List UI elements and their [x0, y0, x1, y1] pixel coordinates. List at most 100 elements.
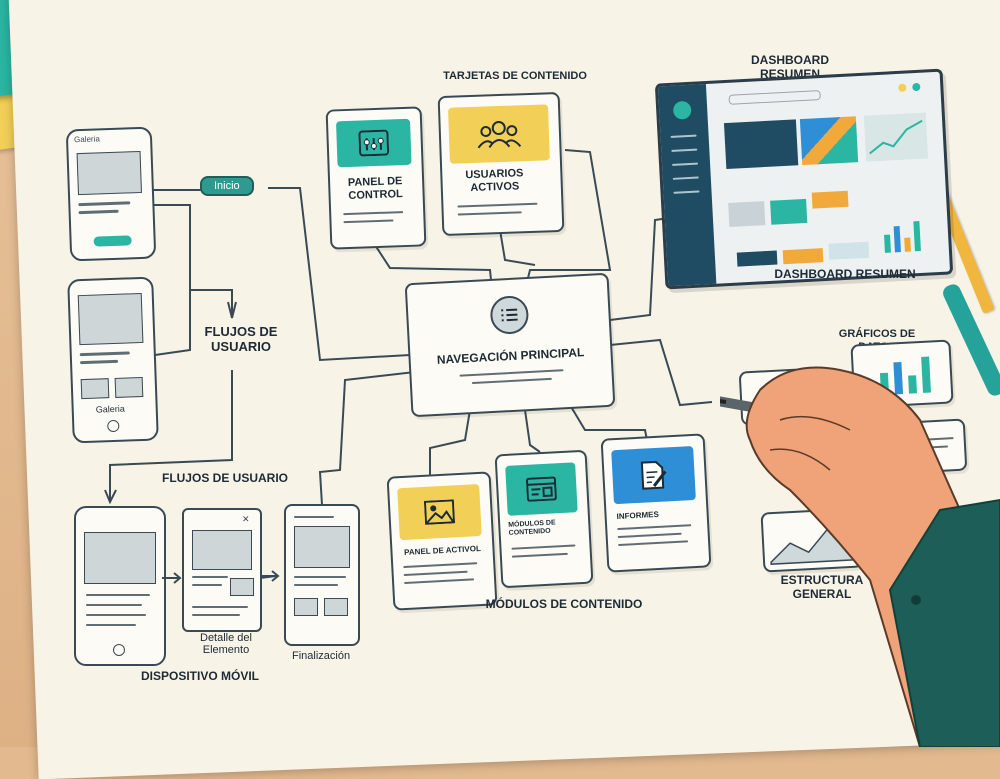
tile [728, 201, 766, 227]
text-line [86, 624, 136, 626]
image-panel [799, 116, 859, 166]
dashboard-sidebar [657, 84, 717, 287]
drawing-hand [720, 366, 1000, 747]
modulos-card[interactable]: MÓDULOS DE CONTENIDO [494, 449, 594, 589]
tile [811, 190, 849, 209]
line-chart-panel [863, 112, 929, 162]
mobile-screen-1 [74, 506, 166, 666]
text-line [192, 606, 248, 608]
flujos-label-top: FLUJOS DE USUARIO [204, 324, 278, 354]
text-line [79, 351, 130, 357]
informes-card[interactable]: INFORMES [600, 433, 712, 573]
detalle-label: Detalle del Elemento [200, 632, 252, 656]
mobile-screen-final [284, 504, 360, 646]
dashboard-label-bottom: DASHBOARD RESUMEN [774, 267, 916, 281]
text-line [403, 570, 468, 577]
panel-activol-card[interactable]: PANEL DE ACTIVOL [386, 471, 498, 611]
nav-line [672, 176, 699, 180]
phone-wireframe-home: Galeria [65, 126, 157, 262]
panel-control-card[interactable]: PANEL DE CONTROL [325, 106, 427, 250]
finalizacion-label: Finalización [292, 650, 351, 662]
chart-panel [723, 119, 799, 170]
text-line [459, 369, 564, 377]
image-placeholder [230, 578, 254, 596]
search-input[interactable] [728, 90, 821, 105]
panel-control-title: PANEL DE CONTROL [347, 175, 403, 202]
cta-button[interactable] [93, 235, 132, 247]
home-button [107, 419, 120, 433]
image-placeholder [76, 150, 142, 196]
avatar [672, 100, 692, 120]
document-pen-icon [611, 445, 696, 505]
text-line [457, 211, 522, 216]
nav-line [670, 134, 697, 138]
flujos-label-bottom: FLUJOS DE USUARIO [161, 471, 288, 485]
users-icon [448, 104, 550, 164]
mobile-screen-detail: ✕ [182, 508, 262, 632]
image-placeholder [84, 532, 156, 584]
text-line [294, 584, 338, 586]
image-placeholder [324, 598, 348, 616]
nav-line [671, 148, 698, 152]
text-line [78, 201, 131, 207]
text-line [617, 524, 692, 531]
text-line [86, 614, 146, 616]
text-line [80, 359, 119, 365]
usuarios-activos-card[interactable]: USUARIOS ACTIVOS [437, 91, 565, 237]
text-line [618, 540, 689, 547]
image-placeholder [192, 530, 252, 570]
window-dot [898, 83, 907, 92]
image-placeholder [80, 378, 110, 400]
image-placeholder [114, 376, 144, 398]
image-placeholder [294, 598, 318, 616]
estructura-label: ESTRUCTURA GENERAL [780, 573, 864, 601]
navegacion-principal-card[interactable]: NAVEGACIÓN PRINCIPAL [404, 272, 616, 418]
list-icon [489, 295, 530, 335]
connector-lines [104, 149, 713, 579]
tile [736, 250, 778, 267]
text-line [86, 594, 150, 596]
usuarios-activos-title: USUARIOS ACTIVOS [465, 167, 524, 194]
text-line [471, 377, 552, 385]
image-icon [397, 483, 482, 541]
image-placeholder [77, 292, 144, 346]
window-icon [505, 462, 578, 516]
panel-activol-title: PANEL DE ACTIVOL [403, 543, 482, 557]
modulos-card-title: MÓDULOS DE CONTENIDO [508, 519, 556, 537]
text-line [457, 202, 538, 208]
text-line [192, 614, 240, 616]
inicio-pill[interactable]: Inicio [200, 176, 254, 196]
tile [770, 198, 808, 225]
bar-chart-mini [879, 212, 933, 255]
text-line [343, 211, 404, 216]
modulos-label: MÓDULOS DE CONTENIDO [485, 597, 643, 611]
dashboard-mockup [654, 68, 954, 290]
text-line [511, 544, 576, 550]
tile [782, 248, 824, 265]
text-line [403, 562, 478, 569]
navegacion-title: NAVEGACIÓN PRINCIPAL [436, 345, 585, 367]
text-line [404, 578, 475, 585]
close-icon[interactable]: ✕ [242, 514, 250, 524]
tile [828, 241, 870, 260]
phone-wireframe-gallery: Galeria [67, 276, 159, 444]
arrow-right-icon [260, 570, 280, 582]
text-line [294, 516, 334, 518]
arrow-right-icon [162, 572, 182, 584]
text-line [617, 532, 682, 539]
text-line [343, 219, 394, 224]
dispositivo-label: DISPOSITIVO MÓVIL [140, 669, 259, 683]
text-line [192, 576, 228, 578]
tarjetas-label: TARJETAS DE CONTENIDO [443, 70, 587, 82]
phone-title-text: Galeria [73, 134, 101, 145]
text-line [86, 604, 142, 606]
text-line [192, 584, 222, 586]
sliders-icon [335, 118, 412, 168]
home-button [113, 644, 125, 656]
text-line [78, 209, 119, 215]
text-line [511, 552, 568, 558]
text-line [294, 576, 346, 578]
window-dot [912, 82, 921, 92]
nav-line [673, 190, 700, 194]
informes-title: INFORMES [616, 509, 660, 522]
